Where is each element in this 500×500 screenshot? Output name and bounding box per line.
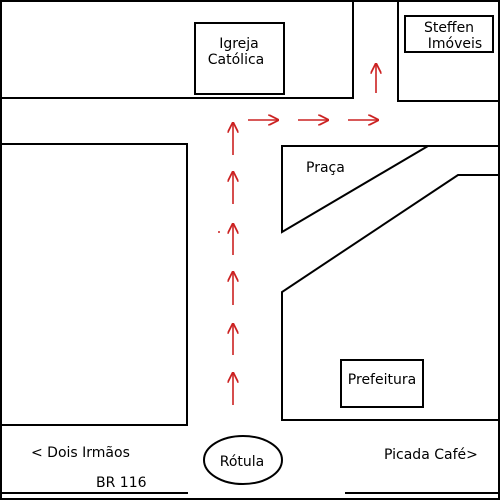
picada-cafe-label: Picada Café> bbox=[384, 447, 478, 463]
igreja-label-line1: Igreja bbox=[219, 36, 259, 52]
rotula-label: Rótula bbox=[220, 454, 265, 470]
dois-irmaos-label: < Dois Irmãos bbox=[31, 445, 130, 461]
block-left bbox=[1, 143, 188, 426]
rotula-roundabout bbox=[203, 435, 283, 485]
praca-block bbox=[281, 145, 499, 234]
block-top-right bbox=[397, 1, 499, 102]
route-dot bbox=[218, 231, 220, 233]
prefeitura-label: Prefeitura bbox=[348, 372, 416, 388]
steffen-label-line1: Steffen bbox=[424, 20, 474, 36]
steffen-imoveis-building bbox=[404, 15, 494, 53]
igreja-label-line2: Católica bbox=[208, 52, 264, 68]
prefeitura-building bbox=[340, 359, 424, 408]
br116-label: BR 116 bbox=[96, 475, 147, 491]
prefeitura-block bbox=[281, 174, 499, 421]
praca-label: Praça bbox=[306, 160, 345, 176]
igreja-catolica-building bbox=[194, 22, 285, 95]
route-arrows bbox=[233, 64, 378, 405]
block-top-left bbox=[1, 1, 354, 99]
steffen-label-line2: Imóveis bbox=[428, 36, 482, 52]
